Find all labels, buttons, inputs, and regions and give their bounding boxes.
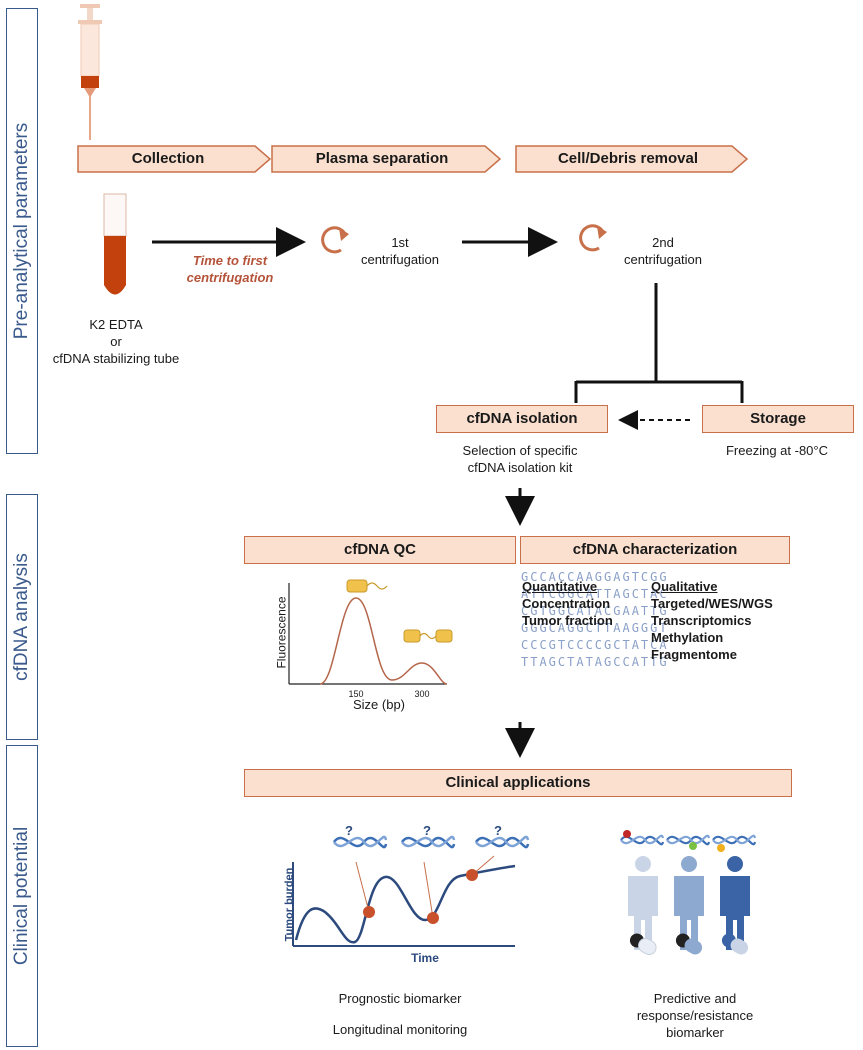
step-debris-chevron [515, 145, 749, 173]
qc-electropherogram [288, 579, 453, 685]
blood-tube-icon [103, 193, 127, 295]
centrifuge2-line1: 2nd [652, 235, 674, 250]
centrifuge2-line2: centrifugation [623, 252, 703, 267]
sequence-row: TTAGCTATAGCCATTG [521, 655, 669, 669]
tube-label-line2: or [110, 334, 122, 349]
qualitative-header: Qualitative [651, 579, 718, 594]
sequence-row: GGGCAGGCTTAAGGGT [521, 621, 669, 635]
quantitative-item: Tumor fraction [522, 613, 613, 628]
time-label-line2: centrifugation [186, 270, 274, 285]
clinical-applications-box: Clinical applications [244, 769, 792, 797]
predictive-line3: biomarker [666, 1025, 724, 1040]
dna-helix-icon [666, 834, 711, 850]
split-connector [574, 283, 744, 403]
syringe-icon [78, 4, 102, 140]
section-analysis: cfDNA analysis [6, 494, 38, 740]
sequence-row: CCCGTCCCCGCTATCA [521, 638, 669, 652]
pill-icon [675, 933, 703, 955]
tumor-burden-xlabel: Time [411, 951, 439, 965]
step-collection-chevron [77, 145, 272, 173]
longitudinal-label: Longitudinal monitoring [332, 1022, 468, 1037]
centrifuge1-label: 1st centrifugation [340, 234, 460, 268]
pill-icon [721, 933, 749, 955]
isolation-desc-line2: cfDNA isolation kit [467, 460, 573, 475]
isolation-desc-line1: Selection of specific [462, 443, 578, 458]
prognostic-label: Prognostic biomarker [338, 991, 462, 1006]
question-mark: ? [423, 823, 431, 838]
qualitative-item: Methylation [651, 630, 724, 645]
predictive-line2: response/resistance [636, 1008, 754, 1023]
predictive-label: Predictive and response/resistance bioma… [610, 990, 780, 1041]
centrifuge2-label: 2nd centrifugation [610, 234, 716, 268]
qc-tick-300: 300 [414, 689, 430, 699]
step-plasma-chevron [271, 145, 502, 173]
cfdna-characterization-box: cfDNA characterization [520, 536, 790, 564]
quantitative-header: Quantitative [522, 579, 598, 594]
sequence-row: GCCACCAAGGAGTCGG [521, 570, 669, 584]
sequence-row: ATTCGGCATTAGCTAC [521, 587, 669, 601]
tube-label-line1: K2 EDTA [89, 317, 143, 332]
sequence-row: CGTGGCATACGAATTG [521, 604, 669, 618]
centrifuge1-line2: centrifugation [360, 252, 440, 267]
dna-helix-icon [474, 835, 530, 849]
storage-box: Storage [702, 405, 854, 433]
section-clinical: Clinical potential [6, 745, 38, 1047]
centrifuge2-icon [579, 224, 607, 252]
question-mark: ? [345, 823, 353, 838]
quantitative-item: Concentration [522, 596, 611, 611]
dna-helix-icon [712, 834, 757, 852]
question-mark: ? [494, 823, 502, 838]
predictive-line1: Predictive and [653, 991, 737, 1006]
tube-label-line3: cfDNA stabilizing tube [52, 351, 180, 366]
tube-label: K2 EDTA or cfDNA stabilizing tube [28, 316, 204, 367]
qc-tick-150: 150 [348, 689, 364, 699]
isolation-description: Selection of specific cfDNA isolation ki… [420, 442, 620, 476]
pill-icon [629, 933, 657, 955]
qualitative-item: Targeted/WES/WGS [651, 596, 773, 611]
tumor-burden-ylabel: Tumor burden [283, 867, 296, 942]
qualitative-list: Qualitative Targeted/WES/WGS Transcripto… [651, 578, 773, 663]
qualitative-item: Fragmentome [651, 647, 737, 662]
tumor-burden-graph [292, 855, 516, 947]
section-preanalytical: Pre-analytical parameters [6, 8, 38, 454]
patient-icon [628, 856, 658, 950]
qualitative-item: Transcriptomics [651, 613, 752, 628]
sequence-background: GCCACCAAGGAGTCGG ATTCGGCATTAGCTAC CGTGGC… [521, 569, 785, 671]
patient-icon [720, 856, 750, 950]
cfdna-isolation-box: cfDNA isolation [436, 405, 608, 433]
storage-description: Freezing at -80°C [725, 443, 829, 458]
qc-xlabel: Size (bp) [352, 697, 406, 712]
step-plasma-label: Plasma separation [315, 150, 449, 167]
cfdna-qc-box: cfDNA QC [244, 536, 516, 564]
patient-icon [674, 856, 704, 950]
qc-ylabel: Fluorescence [274, 596, 289, 669]
step-debris-label: Cell/Debris removal [557, 150, 699, 167]
quantitative-list: Quantitative Concentration Tumor fractio… [522, 578, 613, 629]
centrifuge1-icon [321, 226, 349, 254]
time-label-line1: Time to first [192, 253, 268, 268]
step-collection-label: Collection [131, 150, 205, 167]
time-to-first-centrifugation: Time to first centrifugation [160, 252, 300, 286]
dna-helix-icon [332, 835, 388, 849]
dna-helix-icon [400, 835, 456, 849]
dna-helix-icon [620, 830, 665, 846]
centrifuge1-line1: 1st [391, 235, 409, 250]
